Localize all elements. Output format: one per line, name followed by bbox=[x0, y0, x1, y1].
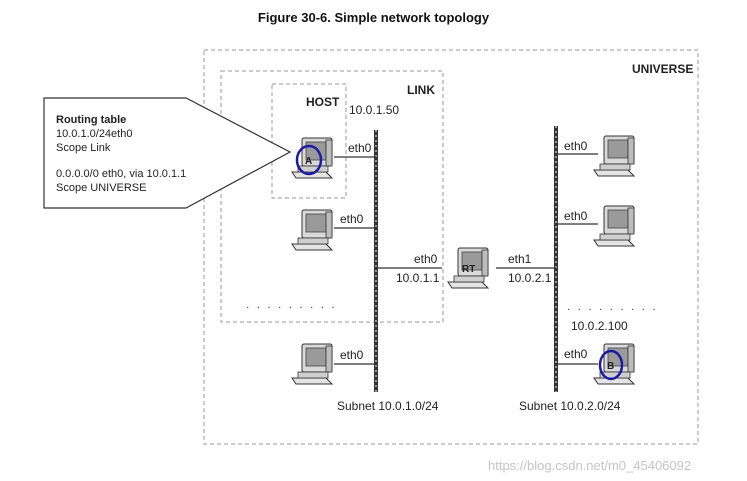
link-label: LINK bbox=[407, 83, 435, 97]
host-b-iface: eth0 bbox=[564, 347, 588, 361]
router-label: RT bbox=[462, 264, 475, 275]
universe-region bbox=[203, 49, 699, 445]
watermark: https://blog.csdn.net/m0_45406092 bbox=[488, 458, 691, 473]
right-computer-2 bbox=[593, 205, 635, 247]
right-ellipsis: . . . . . . . . . bbox=[567, 299, 658, 313]
router-left-addr: 10.0.1.1 bbox=[396, 271, 440, 285]
router-right-addr: 10.0.2.1 bbox=[508, 271, 552, 285]
host-a-marker bbox=[295, 144, 323, 176]
router-right-iface: eth1 bbox=[508, 252, 532, 266]
routing-table-callout: Routing table 10.0.1.0/24eth0 Scope Link… bbox=[43, 97, 292, 209]
routing-entry-2-scope: Scope UNIVERSE bbox=[56, 182, 146, 194]
left-ellipsis: . . . . . . . . . bbox=[246, 297, 337, 311]
host-a-address: 10.0.1.50 bbox=[349, 103, 399, 117]
right-computer-2-iface: eth0 bbox=[564, 209, 588, 223]
router-left-iface: eth0 bbox=[414, 252, 438, 266]
host-region bbox=[271, 83, 347, 199]
host-label: HOST bbox=[306, 95, 340, 109]
right-computer-1-iface: eth0 bbox=[564, 139, 588, 153]
routing-entry-1-scope: Scope Link bbox=[56, 142, 111, 154]
left-computer-3-iface: eth0 bbox=[340, 348, 364, 362]
routing-entry-2: 0.0.0.0/0 eth0, via 10.0.1.1 bbox=[56, 168, 186, 180]
link-region bbox=[220, 70, 444, 323]
host-b-letter: B bbox=[607, 361, 614, 372]
host-a-iface: eth0 bbox=[348, 141, 372, 155]
right-computer-1 bbox=[593, 135, 635, 177]
left-computer-2-iface: eth0 bbox=[340, 212, 364, 226]
right-subnet: Subnet 10.0.2.0/24 bbox=[519, 399, 621, 413]
routing-table-title: Routing table bbox=[56, 114, 126, 126]
left-subnet: Subnet 10.0.1.0/24 bbox=[337, 399, 439, 413]
left-computer-3 bbox=[291, 343, 333, 385]
universe-label: UNIVERSE bbox=[632, 62, 693, 76]
left-computer-2 bbox=[291, 209, 333, 251]
host-b-marker bbox=[598, 349, 624, 381]
host-b-address: 10.0.2.100 bbox=[571, 319, 628, 333]
routing-entry-1: 10.0.1.0/24eth0 bbox=[56, 128, 132, 140]
figure-title: Figure 30-6. Simple network topology bbox=[257, 10, 490, 25]
host-a-letter: A bbox=[305, 156, 312, 167]
